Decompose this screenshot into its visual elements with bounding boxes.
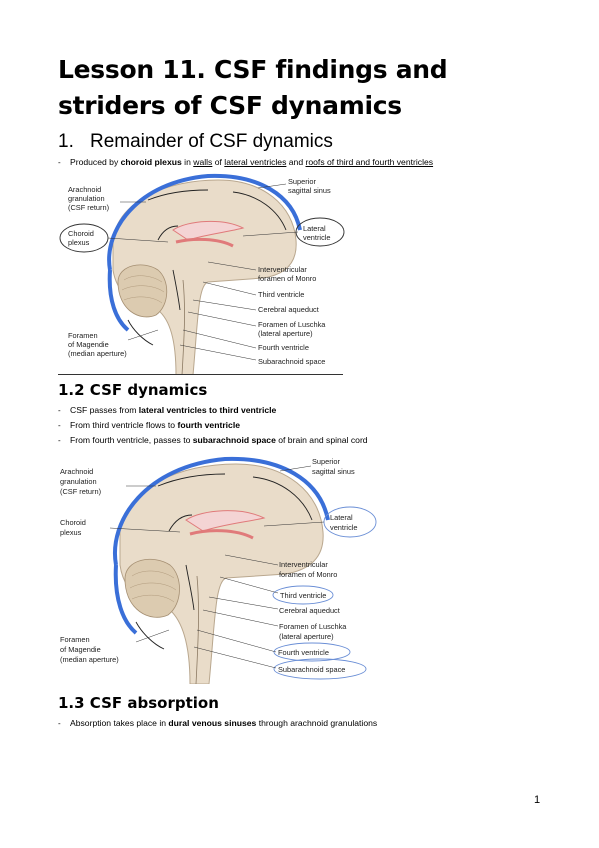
page-number: 1 [534, 794, 541, 806]
brain-diagram: Arachnoid granulation (CSF return) Choro… [59, 173, 345, 376]
label-magendie-2: of Magendie [68, 340, 109, 349]
section-heading-1: 1. Remainder of CSF dynamics [58, 131, 333, 153]
section-number: 1. [58, 131, 74, 152]
label-aqueduct: Cerebral aqueduct [258, 305, 319, 314]
label-fourth: Fourth ventricle [258, 343, 309, 352]
label-arachnoid-2: granulation [68, 194, 105, 203]
bullet-list-3: -Absorption takes place in dural venous … [58, 716, 377, 731]
label-interventricular-2: foramen of Monro [258, 274, 316, 283]
label-choroid-2: plexus [60, 528, 82, 537]
label-fourth: Fourth ventricle [278, 648, 329, 657]
bullet-item: -Produced by choroid plexus in walls of … [58, 157, 434, 167]
label-arachnoid-3: (CSF return) [60, 487, 101, 496]
label-choroid-2: plexus [68, 238, 90, 247]
label-magendie-2: of Magendie [60, 645, 101, 654]
label-magendie-3: (median aperture) [68, 349, 127, 358]
label-subarachnoid: Subarachnoid space [278, 665, 345, 674]
brain-figure-2: Arachnoid granulation (CSF return) Choro… [58, 452, 378, 689]
label-third: Third ventricle [280, 591, 326, 600]
bullet-item: -Absorption takes place in dural venous … [58, 718, 378, 728]
label-arachnoid-2: granulation [60, 477, 97, 486]
label-luschka-1: Foramen of Luschka [279, 622, 347, 631]
label-third: Third ventricle [258, 290, 304, 299]
fourth-circle [273, 642, 351, 662]
label-superior-1: Superior [312, 457, 340, 466]
label-arachnoid-1: Arachnoid [60, 467, 93, 476]
label-interventricular-1: Interventricular [258, 265, 307, 274]
label-aqueduct: Cerebral aqueduct [279, 606, 340, 615]
bullet-item: -From third ventricle flows to fourth ve… [58, 420, 241, 430]
label-interventricular-2: foramen of Monro [279, 570, 337, 579]
label-arachnoid-3: (CSF return) [68, 203, 109, 212]
brain-diagram: Arachnoid granulation (CSF return) Choro… [60, 456, 377, 685]
bullet-list-2: -CSF passes from lateral ventricles to t… [58, 403, 368, 448]
lateral-circle [323, 506, 377, 538]
label-luschka-2: (lateral aperture) [279, 632, 334, 641]
label-magendie-1: Foramen [60, 635, 90, 644]
label-choroid-1: Choroid [60, 518, 86, 527]
label-superior-2: sagittal sinus [288, 186, 331, 195]
label-luschka-2: (lateral aperture) [258, 329, 313, 338]
figure-divider [58, 374, 343, 375]
label-lateral-1: Lateral [303, 224, 326, 233]
label-interventricular-1: Interventricular [279, 560, 328, 569]
section-heading-2: 1.2 CSF dynamics [58, 381, 208, 399]
section-heading-3: 1.3 CSF absorption [58, 694, 219, 712]
label-lateral-1: Lateral [330, 513, 353, 522]
bullet-item: -From fourth ventricle, passes to subara… [58, 435, 368, 445]
label-lateral-2: ventricle [330, 523, 358, 532]
label-magendie-1: Foramen [68, 331, 98, 340]
label-luschka-1: Foramen of Luschka [258, 320, 326, 329]
label-superior-1: Superior [288, 177, 316, 186]
section-heading-text: Remainder of CSF dynamics [90, 131, 333, 152]
label-lateral-2: ventricle [303, 233, 331, 242]
label-magendie-3: (median aperture) [60, 655, 119, 664]
label-superior-2: sagittal sinus [312, 467, 355, 476]
label-arachnoid-1: Arachnoid [68, 185, 101, 194]
bullet-list-1: -Produced by choroid plexus in walls of … [58, 155, 433, 170]
label-choroid-1: Choroid [68, 229, 94, 238]
brain-figure-1: Arachnoid granulation (CSF return) Choro… [58, 170, 348, 380]
third-circle [272, 585, 334, 605]
bullet-item: -CSF passes from lateral ventricles to t… [58, 405, 277, 415]
subarachnoid-circle [273, 658, 367, 680]
label-subarachnoid: Subarachnoid space [258, 357, 325, 366]
page-title: Lesson 11. CSF findings and striders of … [58, 55, 448, 120]
